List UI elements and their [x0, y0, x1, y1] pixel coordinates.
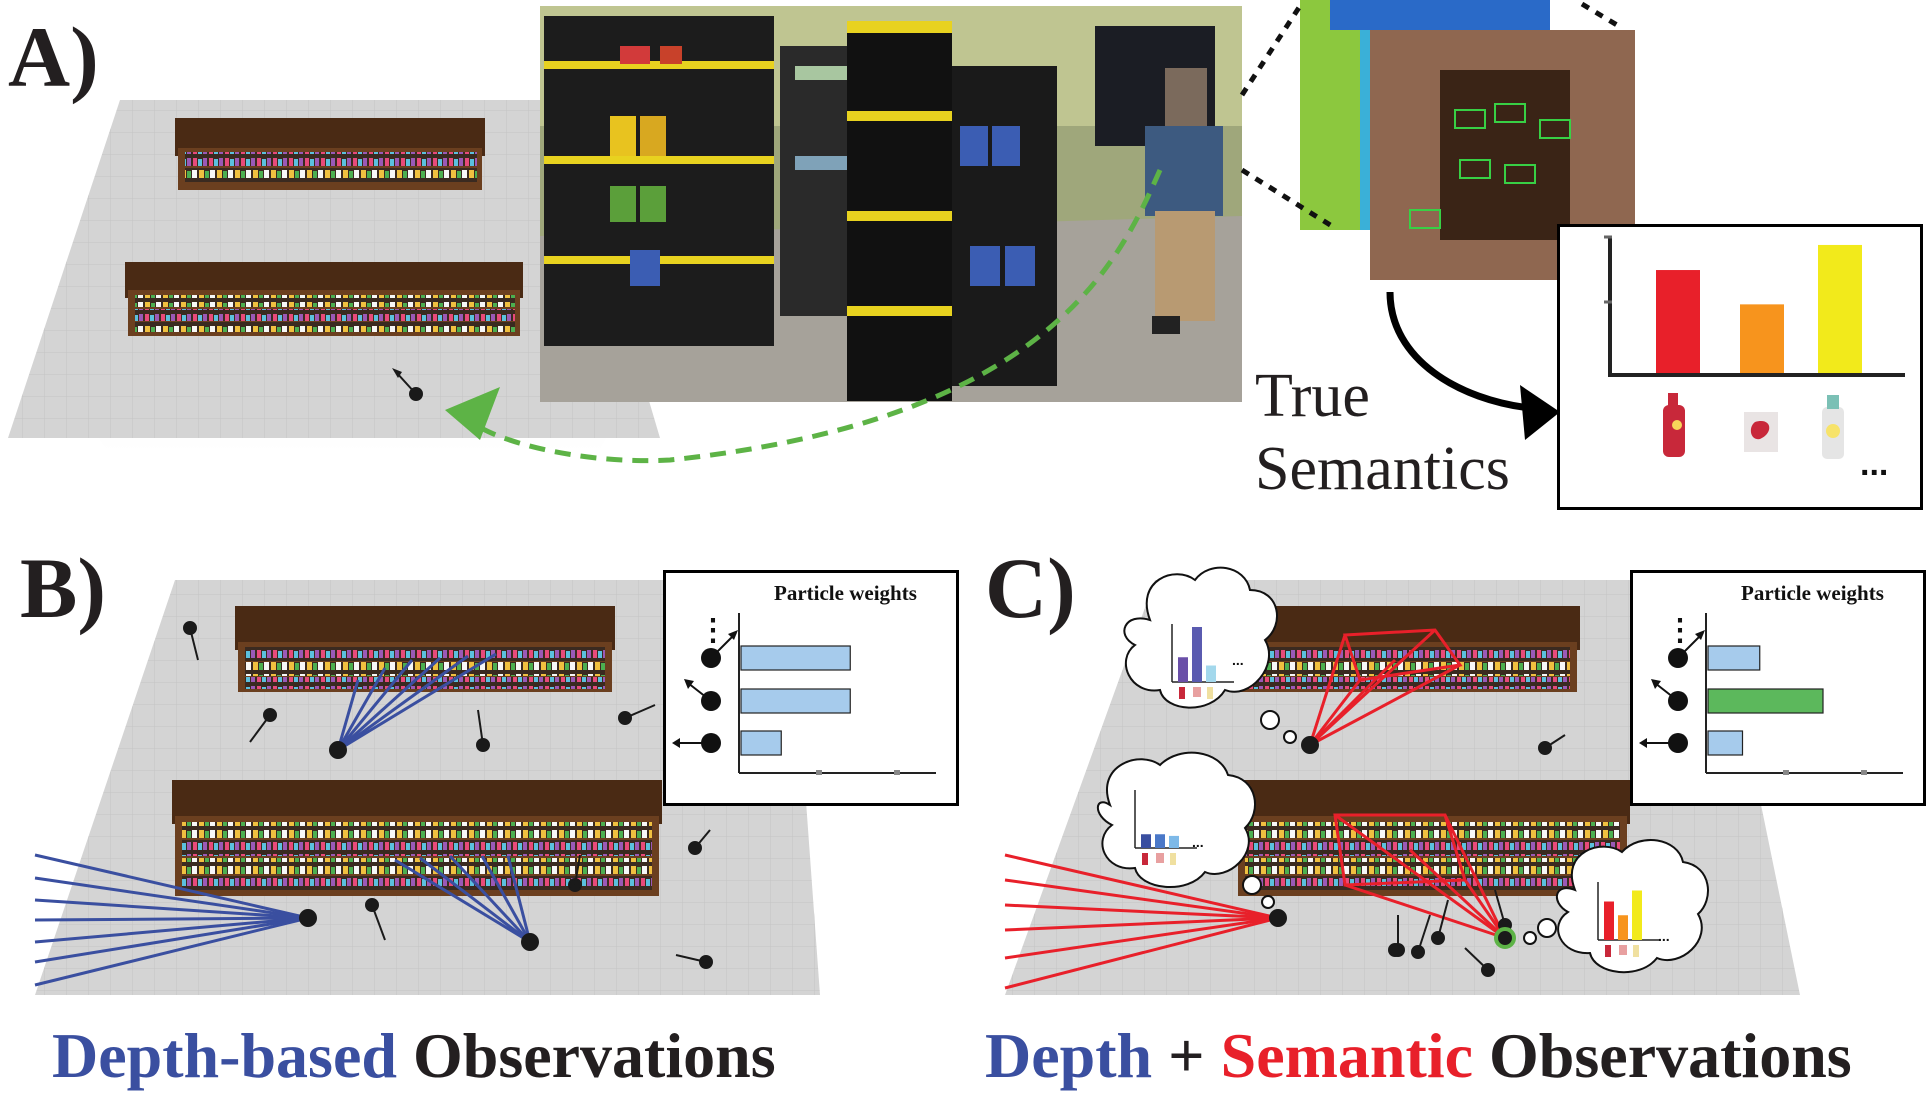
panel-b-weights-ellipsis: ⋮: [698, 614, 728, 647]
panel-c-weights-ellipsis: ⋮: [1665, 614, 1695, 647]
histogram-bar-ketchup-bottle: [1656, 270, 1700, 373]
true-label: True: [1255, 362, 1370, 430]
depth-inset: [1300, 0, 1635, 280]
bubble-chart-1: [1171, 624, 1234, 699]
panel-c-weights-box: Particle weights ⋮: [1630, 570, 1926, 806]
weight-bar-3: [740, 730, 782, 756]
panel-b-weights-box: Particle weights ⋮: [663, 570, 959, 806]
panel-c-label: C): [985, 540, 1076, 636]
panel-a-label: A): [8, 9, 99, 105]
weight-bar-2: [1707, 688, 1824, 714]
store-photo: [540, 6, 1242, 402]
panel-c-caption: Depth + Semantic Observations: [985, 1024, 1852, 1088]
panel-b-caption: Depth-based Observations: [52, 1024, 776, 1088]
semantics-label: Semantics: [1255, 435, 1510, 504]
histogram-ellipsis: ...: [1860, 445, 1889, 483]
best-particle: [1494, 927, 1516, 949]
bubble-chart-3: [1597, 882, 1660, 957]
bubble-ellipsis-1: ...: [1232, 652, 1244, 668]
weight-bar-2: [740, 688, 851, 714]
dressing-bottle-icon: [1822, 395, 1844, 459]
bubble-chart-2: [1134, 790, 1197, 865]
weight-bar-3: [1707, 730, 1744, 756]
true-semantics-histogram: ...: [1557, 224, 1923, 510]
weight-bar-1: [740, 645, 851, 671]
caption-observations-c: Observations: [1473, 1020, 1852, 1091]
weight-bar-1: [1707, 645, 1761, 671]
bubble-ellipsis-3: ...: [1658, 928, 1670, 944]
snack-box-icon: [1744, 412, 1778, 452]
agent-a: [409, 387, 423, 401]
caption-plus: +: [1152, 1020, 1221, 1091]
histogram-bar-snack-box: [1740, 304, 1784, 373]
panel-b-label: B): [20, 540, 106, 636]
ketchup-bottle-icon: [1663, 393, 1685, 457]
bubble-ellipsis-2: ...: [1192, 834, 1204, 850]
caption-depth: Depth: [985, 1020, 1153, 1091]
panel-b-weights-title: Particle weights: [774, 581, 917, 605]
caption-semantic: Semantic: [1220, 1020, 1473, 1091]
true-semantics-label: True Semantics: [1255, 360, 1510, 506]
caption-depth-based: Depth-based: [52, 1020, 397, 1091]
caption-observations-b: Observations: [396, 1020, 776, 1091]
histogram-bar-dressing-bottle: [1818, 244, 1862, 373]
panel-c-weights-title: Particle weights: [1741, 581, 1884, 605]
